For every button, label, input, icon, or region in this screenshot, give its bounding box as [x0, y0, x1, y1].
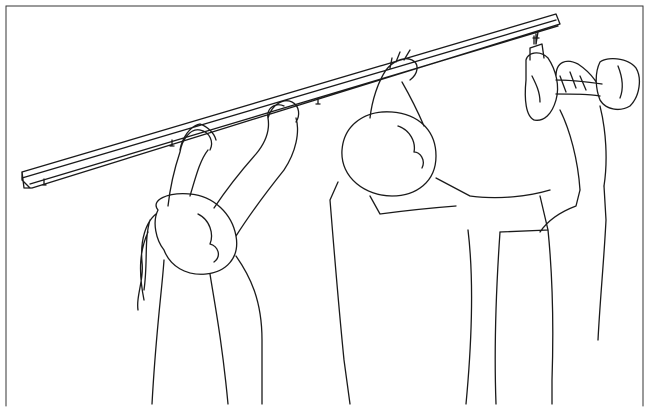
frame-border: [5, 5, 644, 407]
screw-icon: [169, 139, 175, 147]
screw-icon: [315, 97, 321, 105]
installer-person-icon: [494, 60, 607, 405]
cordless-drill-icon: [524, 31, 641, 121]
screw-icon: [41, 178, 47, 186]
man-person-icon: [329, 49, 551, 405]
woman-person-icon: [137, 100, 300, 405]
